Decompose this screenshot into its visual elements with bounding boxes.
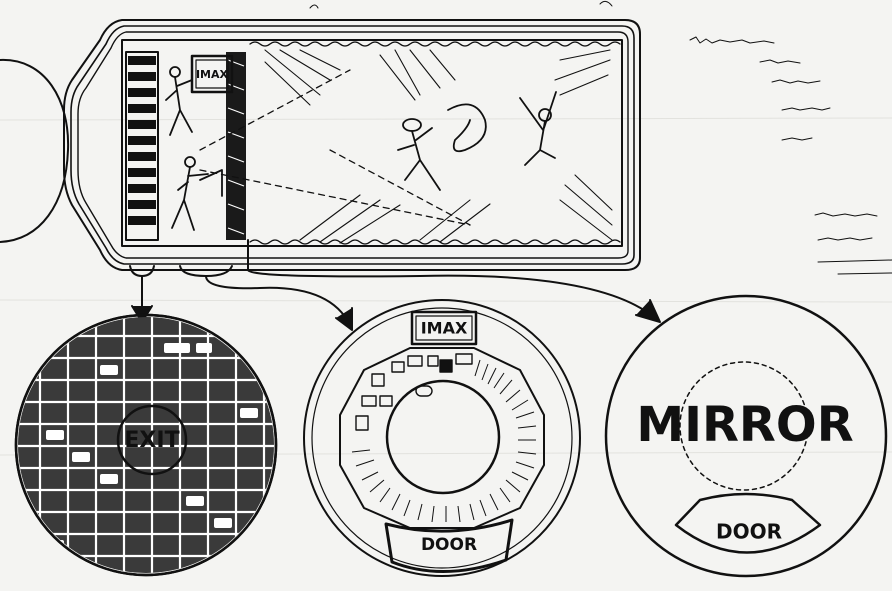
plan-outline-middle	[70, 25, 635, 265]
arrow-imax	[205, 275, 351, 326]
mirror-label: MIRROR	[636, 397, 853, 453]
partial-circle	[0, 58, 70, 243]
exit-seat-grid	[18, 317, 274, 573]
arrow-mirror	[247, 239, 656, 319]
plan-seating-ladder	[125, 51, 159, 241]
top-plan-view: IMAX	[63, 19, 641, 271]
detail-imax: IMAX DOOR	[303, 299, 581, 577]
plan-screen-wave-bottom	[249, 239, 621, 245]
imax-ring-hatch	[351, 359, 537, 523]
imax-box	[410, 310, 478, 346]
plan-corner-webs	[264, 49, 613, 244]
mirror-dashed-circle	[679, 361, 809, 491]
plan-figures-left	[165, 66, 223, 231]
plan-floating-figures	[397, 91, 557, 191]
plan-sightlines	[199, 69, 471, 226]
detail-mirror: MIRROR DOOR	[604, 294, 888, 578]
plan-outline-inner	[77, 31, 629, 259]
plan-imax-label: IMAX	[196, 68, 229, 81]
imax-door-segment	[384, 518, 514, 574]
imax-door-label: DOOR	[421, 535, 477, 555]
connector-arrows	[129, 239, 661, 331]
margin-notes	[309, 0, 892, 275]
plan-dark-band	[226, 52, 246, 240]
imax-ring-outer	[339, 347, 545, 529]
exit-label: EXIT	[124, 428, 179, 453]
plan-screen-wave-top	[249, 41, 621, 47]
plan-dark-band-hatch	[227, 59, 245, 235]
plan-imax-box: IMAX	[190, 54, 234, 94]
mirror-door-segment	[674, 492, 822, 554]
imax-box-label: IMAX	[421, 319, 468, 338]
plan-hall	[121, 39, 623, 247]
plan-outline-outer	[63, 19, 641, 271]
imax-inner-circle	[385, 379, 501, 495]
mirror-door-label: DOOR	[716, 520, 782, 544]
exit-marker	[116, 404, 188, 476]
imax-ring-seats	[355, 353, 473, 431]
detail-exit: EXIT	[14, 313, 278, 577]
